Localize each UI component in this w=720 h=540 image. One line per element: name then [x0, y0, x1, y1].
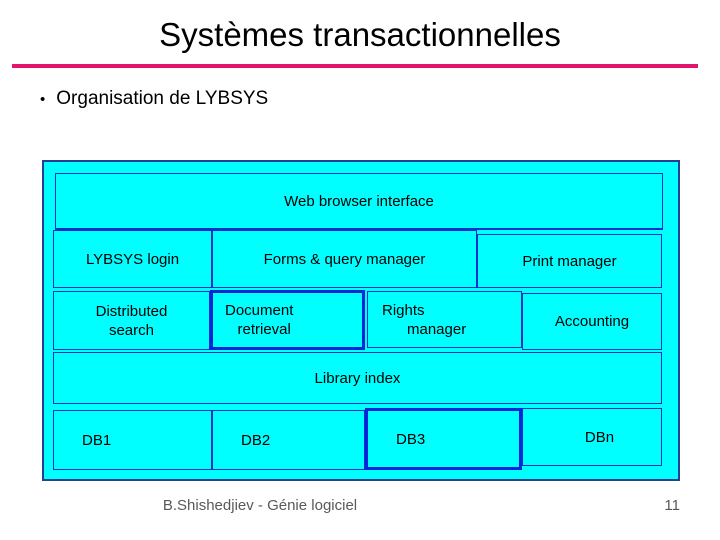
- box-dbn: DBn: [522, 408, 662, 466]
- box-library-index: Library index: [53, 352, 662, 404]
- box-document-retrieval: Document retrieval: [210, 290, 365, 350]
- box-forms-query-manager: Forms & query manager: [212, 230, 477, 288]
- bullet-item: • Organisation de LYBSYS: [40, 88, 268, 110]
- box-lybsys-login: LYBSYS login: [53, 230, 212, 288]
- slide-page-number: 11: [664, 497, 680, 514]
- box-db1: DB1: [53, 410, 212, 470]
- bullet-text: Organisation de LYBSYS: [56, 88, 269, 109]
- box-db2: DB2: [212, 410, 365, 470]
- bullet-marker: •: [40, 90, 46, 108]
- lybsys-architecture-diagram: Web browser interface LYBSYS login Forms…: [42, 160, 680, 481]
- box-db3: DB3: [365, 408, 522, 470]
- box-web-browser-interface: Web browser interface: [55, 173, 663, 230]
- box-rights-manager: Rights manager: [367, 291, 522, 348]
- box-accounting: Accounting: [522, 293, 662, 350]
- page-title: Systèmes transactionnelles: [159, 16, 561, 53]
- box-print-manager: Print manager: [477, 234, 662, 288]
- box-distributed-search: Distributed search: [53, 291, 210, 350]
- footer-author: B.Shishedjiev - Génie logiciel: [162, 497, 358, 514]
- title-underline-rule: [12, 64, 698, 68]
